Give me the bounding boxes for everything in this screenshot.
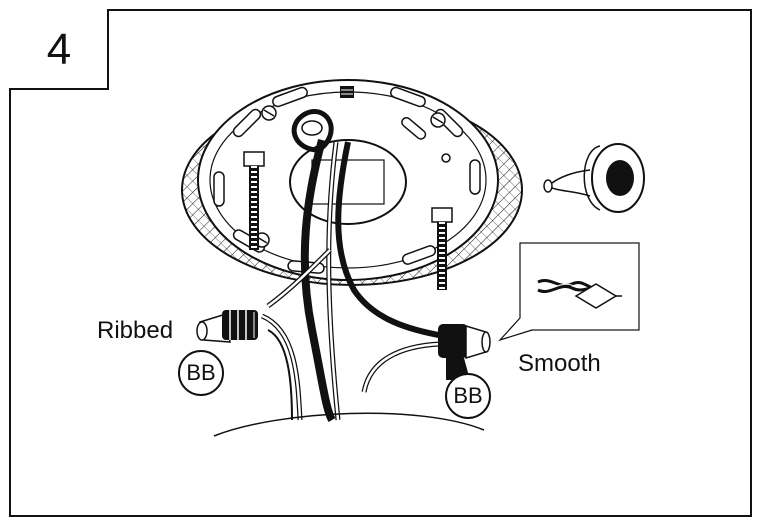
mounting-bolt-left bbox=[243, 151, 265, 250]
fixture-wire-left bbox=[260, 313, 303, 421]
connector-marker-right bbox=[445, 373, 491, 419]
white-wire-center bbox=[326, 141, 341, 421]
smooth-connector bbox=[438, 324, 491, 380]
ribbed-connector bbox=[196, 310, 258, 343]
smooth-label: Smooth bbox=[518, 350, 601, 377]
instruction-frame bbox=[9, 9, 752, 517]
step-number: 4 bbox=[46, 24, 72, 74]
mounting-bolt-right bbox=[431, 207, 453, 290]
step-number-box: 4 bbox=[9, 9, 109, 90]
fixture-wire-right bbox=[361, 341, 441, 393]
connector-marker-left bbox=[178, 350, 224, 396]
black-wire-right bbox=[335, 141, 445, 339]
connector-marker-right-text: BB bbox=[453, 383, 483, 408]
fixture-canopy bbox=[213, 412, 485, 437]
supply-wire-left bbox=[266, 248, 332, 309]
connector-marker-left-text: BB bbox=[186, 360, 216, 385]
electrical-tape-icon bbox=[543, 143, 645, 213]
ribbed-label: Ribbed bbox=[97, 317, 174, 344]
black-wire-center bbox=[300, 138, 336, 423]
mounting-plate bbox=[197, 79, 499, 281]
wire-twist-detail bbox=[498, 242, 640, 342]
